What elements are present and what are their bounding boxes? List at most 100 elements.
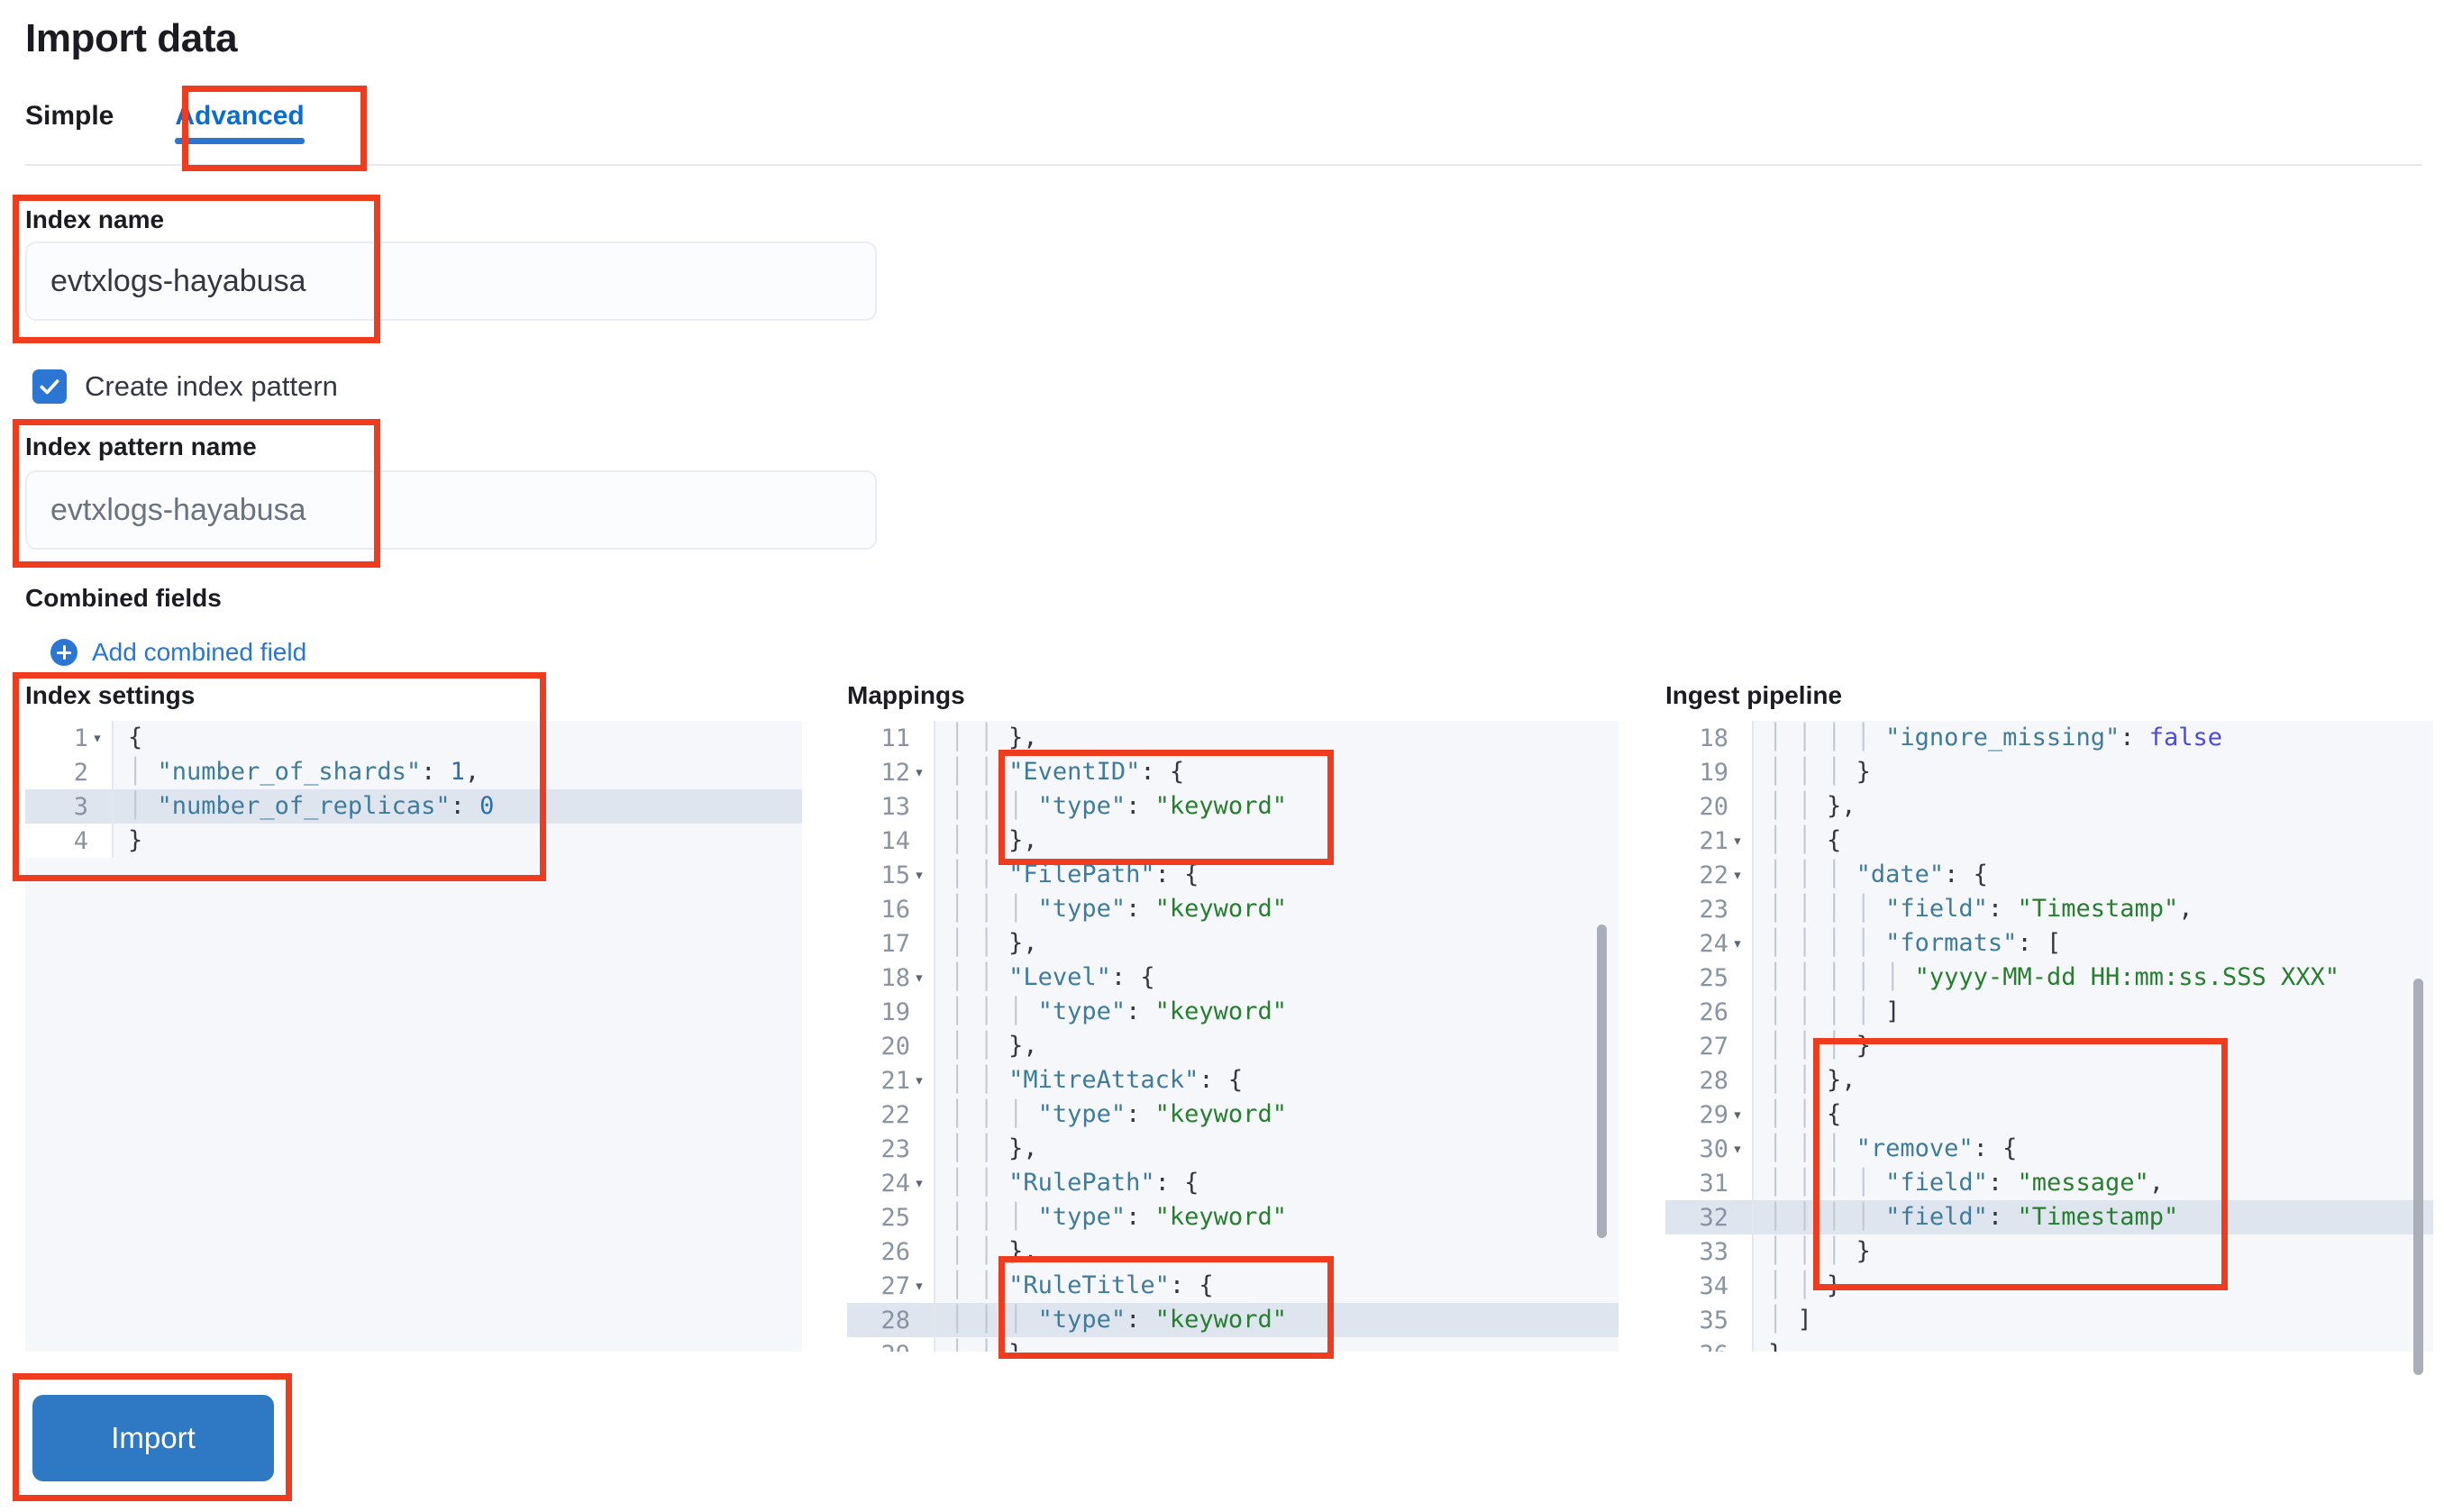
index-settings-title: Index settings bbox=[25, 681, 196, 709]
gutter-divider bbox=[1752, 1132, 1754, 1166]
fold-arrow-icon[interactable]: ▾ bbox=[1732, 934, 1743, 953]
gutter-divider bbox=[934, 1337, 935, 1352]
fold-arrow-icon: ▾ bbox=[910, 824, 928, 858]
line-number: 23▾ bbox=[847, 1132, 934, 1166]
code-text: │ │ }, bbox=[950, 724, 1038, 751]
code-line: 31▾│ │ │ │ "field": "message", bbox=[1665, 1166, 2433, 1200]
tab-advanced[interactable]: Advanced bbox=[144, 96, 331, 151]
fold-arrow-icon: ▾ bbox=[910, 1029, 928, 1063]
line-number: 18▾ bbox=[847, 961, 934, 995]
fold-arrow-icon[interactable]: ▾ bbox=[914, 865, 925, 885]
fold-arrow-icon[interactable]: ▾ bbox=[1732, 865, 1743, 885]
fold-arrow-icon[interactable]: ▾ bbox=[1732, 1139, 1743, 1159]
fold-arrow-icon[interactable]: ▾ bbox=[1732, 1105, 1743, 1125]
line-number: 15▾ bbox=[847, 858, 934, 892]
fold-arrow-icon[interactable]: ▾ bbox=[914, 1070, 925, 1090]
code-line: 1▾{ bbox=[25, 721, 802, 755]
gutter-divider bbox=[934, 892, 935, 926]
gutter-divider bbox=[1752, 789, 1754, 824]
combined-fields-heading: Combined fields bbox=[25, 584, 222, 612]
fold-arrow-icon: ▾ bbox=[910, 1337, 928, 1352]
code-text: │ │ "MitreAttack": { bbox=[950, 1066, 1244, 1094]
fold-arrow-icon: ▾ bbox=[910, 1234, 928, 1269]
import-button[interactable]: Import bbox=[32, 1395, 274, 1481]
ingest-pipeline-scrollbar[interactable] bbox=[2413, 979, 2423, 1375]
line-number: 26▾ bbox=[847, 1234, 934, 1269]
line-number: 22▾ bbox=[847, 1098, 934, 1132]
index-name-label: Index name bbox=[25, 205, 165, 233]
code-line: 11▾│ │ }, bbox=[847, 721, 1619, 755]
code-line: 28▾│ │ }, bbox=[1665, 1063, 2433, 1098]
check-icon bbox=[40, 379, 59, 395]
index-pattern-name-input[interactable]: evtxlogs-hayabusa bbox=[25, 470, 877, 550]
code-line: 24▾│ │ │ │ "formats": [ bbox=[1665, 926, 2433, 961]
code-line: 4▾} bbox=[25, 824, 802, 858]
code-text: │ │ │ "type": "keyword" bbox=[950, 997, 1287, 1025]
tab-simple[interactable]: Simple bbox=[25, 101, 114, 131]
fold-arrow-icon: ▾ bbox=[1728, 995, 1746, 1029]
code-line: 27▾│ │ "RuleTitle": { bbox=[847, 1269, 1619, 1303]
code-line: 21▾│ │ { bbox=[1665, 824, 2433, 858]
fold-arrow-icon[interactable]: ▾ bbox=[92, 728, 103, 748]
gutter-divider bbox=[934, 789, 935, 824]
fold-arrow-icon[interactable]: ▾ bbox=[914, 1276, 925, 1296]
code-text: │ │ }, bbox=[950, 826, 1038, 854]
mappings-editor[interactable]: 11▾│ │ },12▾│ │ "EventID": {13▾│ │ │ "ty… bbox=[847, 721, 1619, 1352]
line-number: 32▾ bbox=[1665, 1200, 1752, 1234]
gutter-divider bbox=[1752, 892, 1754, 926]
code-text: │ │ "EventID": { bbox=[950, 758, 1185, 786]
fold-arrow-icon: ▾ bbox=[88, 755, 106, 789]
fold-arrow-icon: ▾ bbox=[910, 926, 928, 961]
gutter-divider bbox=[1752, 1337, 1754, 1352]
fold-arrow-icon[interactable]: ▾ bbox=[1732, 831, 1743, 851]
code-line: 16▾│ │ │ "type": "keyword" bbox=[847, 892, 1619, 926]
code-text: │ │ │ "remove": { bbox=[1768, 1134, 2018, 1162]
line-number: 26▾ bbox=[1665, 995, 1752, 1029]
code-line: 20▾│ │ }, bbox=[1665, 789, 2433, 824]
code-text: │ │ }, bbox=[950, 1237, 1038, 1265]
gutter-divider bbox=[934, 1303, 935, 1337]
add-combined-field-label: Add combined field bbox=[92, 638, 307, 666]
gutter-divider bbox=[1752, 755, 1754, 789]
create-index-pattern-checkbox[interactable] bbox=[32, 369, 67, 404]
gutter-divider bbox=[934, 961, 935, 995]
code-text: │ ] bbox=[1768, 1306, 1812, 1334]
gutter-divider bbox=[934, 1166, 935, 1200]
create-index-pattern-row[interactable]: Create index pattern bbox=[32, 369, 338, 404]
gutter-divider bbox=[934, 1200, 935, 1234]
code-line: 24▾│ │ "RulePath": { bbox=[847, 1166, 1619, 1200]
fold-arrow-icon[interactable]: ▾ bbox=[914, 1173, 925, 1193]
index-name-input[interactable]: evtxlogs-hayabusa bbox=[25, 241, 877, 321]
index-settings-editor[interactable]: 1▾{2▾│ "number_of_shards": 1,3▾│ "number… bbox=[25, 721, 802, 1352]
code-line: 30▾ │ │ │ "remove": { bbox=[1665, 1132, 2433, 1166]
line-number: 17▾ bbox=[847, 926, 934, 961]
code-text: │ │ }, bbox=[1768, 792, 1856, 820]
code-text: } bbox=[1754, 1337, 2433, 1352]
gutter-divider bbox=[1752, 1200, 1754, 1234]
code-text: │ │ }, bbox=[950, 929, 1038, 957]
line-number: 20▾ bbox=[847, 1029, 934, 1063]
code-line: 33▾│ │ │ } bbox=[1665, 1234, 2433, 1269]
code-line: 14▾│ │ }, bbox=[847, 824, 1619, 858]
gutter-divider bbox=[934, 755, 935, 789]
code-text: │ │ │ │ "formats": [ bbox=[1768, 929, 2062, 957]
fold-arrow-icon[interactable]: ▾ bbox=[914, 762, 925, 782]
code-text: │ │ "FilePath": { bbox=[950, 861, 1199, 888]
index-pattern-name-label: Index pattern name bbox=[25, 433, 257, 460]
gutter-divider bbox=[934, 1063, 935, 1098]
fold-arrow-icon[interactable]: ▾ bbox=[914, 968, 925, 988]
gutter-divider bbox=[934, 858, 935, 892]
code-text: │ │ │ "type": "keyword" bbox=[950, 1203, 1287, 1231]
code-text: } bbox=[128, 826, 143, 854]
add-combined-field-button[interactable]: Add combined field bbox=[50, 638, 306, 667]
code-text: │ │ │ "type": "keyword" bbox=[950, 1100, 1287, 1128]
line-number: 30▾ bbox=[1665, 1132, 1752, 1166]
fold-arrow-icon: ▾ bbox=[88, 789, 106, 824]
code-line: 25▾│ │ │ │ │ "yyyy-MM-dd HH:mm:ss.SSS XX… bbox=[1665, 961, 2433, 995]
mappings-scrollbar[interactable] bbox=[1597, 925, 1607, 1238]
code-line: 23▾│ │ │ │ "field": "Timestamp", bbox=[1665, 892, 2433, 926]
line-number: 21▾ bbox=[1665, 824, 1752, 858]
tab-bar: Simple Advanced bbox=[25, 96, 332, 151]
